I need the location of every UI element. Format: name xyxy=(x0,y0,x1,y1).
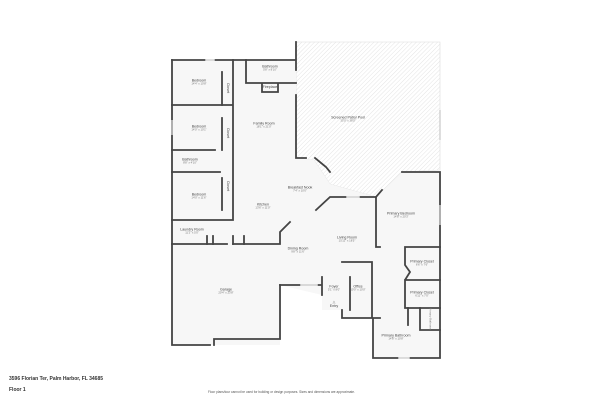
property-address: 3596 Florian Ter, Palm Harbor, FL 34685 xyxy=(9,376,104,382)
room-name: Office xyxy=(353,284,363,289)
room-dims: 6'11" x 7'0" xyxy=(415,293,429,298)
room-name: Primary Bedroom xyxy=(387,211,415,216)
room-dims: 11'2" x 5'0" xyxy=(185,230,199,235)
room-name: Closet xyxy=(226,127,231,139)
windows xyxy=(171,59,441,359)
room-name: Entry xyxy=(329,304,339,308)
room-name: Closet xyxy=(226,180,231,192)
room-dims: 15'11" x 18'5" xyxy=(338,238,356,243)
walls xyxy=(171,41,441,359)
room-dims: 13'6" x 11'0" xyxy=(255,205,271,210)
room-dims: 14'8" x 20'3" xyxy=(393,214,409,219)
room-name: Primary Bathroom xyxy=(428,307,433,331)
room-name: Breakfast Nook xyxy=(287,185,313,190)
room-name: Foyer xyxy=(329,284,339,289)
room-name: Bedroom xyxy=(191,124,207,129)
room-dims: 6'6" x 7'6" xyxy=(415,262,429,267)
room-name: Primary Closet xyxy=(410,259,434,264)
room-name: Bathroom xyxy=(182,157,198,162)
room-closet-3: Closet xyxy=(226,181,230,191)
interior-floor xyxy=(172,60,440,358)
room-dims: 7'4" x 10'0" xyxy=(293,188,307,193)
room-name: Fireplace xyxy=(262,84,278,89)
room-dims: 10'0" x 10'0" xyxy=(350,287,366,292)
room-name: Bedroom xyxy=(191,78,207,83)
room-fireplace: Fireplace xyxy=(263,85,278,89)
room-name: Laundry Room xyxy=(180,227,204,232)
room-dims: 5'1" x 8'0" xyxy=(327,287,341,292)
room-primary-bathroom-wc: Primary Bathroom xyxy=(428,307,433,331)
room-name: Closet xyxy=(226,82,231,94)
room-name: Bathroom xyxy=(262,64,278,69)
room-dims: 20'4" x 23'8" xyxy=(218,290,234,295)
room-closet-2: Closet xyxy=(226,128,230,138)
room-dims: 14'0" x 11'6" xyxy=(191,195,207,200)
room-name: Family Room xyxy=(253,121,275,126)
entry-arrow-icon: △ xyxy=(332,299,336,304)
room-name: Primary Closet xyxy=(410,290,434,295)
room-name: Primary Bathroom xyxy=(381,333,411,338)
room-dims: 9'8" x 11'6" xyxy=(291,249,305,254)
room-name: Garage xyxy=(220,287,232,292)
room-name: Bedroom xyxy=(191,192,207,197)
room-dims: 14'0" x 10'1" xyxy=(191,127,207,132)
room-dims: 8'8" x 4'10" xyxy=(183,160,197,165)
room-name: Screened Patio/ Pool xyxy=(331,115,365,120)
room-dims: 14'4" x 10'8" xyxy=(191,81,207,86)
room-dims: 33'0" x 38'5" xyxy=(340,118,356,123)
room-dims: 5'8" x 8'10" xyxy=(263,67,277,72)
room-name: Kitchen xyxy=(256,202,269,207)
room-closet-1: Closet xyxy=(226,83,230,93)
room-name: Living Room xyxy=(337,235,357,240)
disclaimer: Floor plans/tour cannot be used for buil… xyxy=(208,390,355,394)
floor-label: Floor 1 xyxy=(9,387,26,393)
room-dims: 18'1" x 21'0" xyxy=(256,124,272,129)
room-dims: 14'8" x 10'8" xyxy=(388,336,404,341)
room-entry: △Entry xyxy=(330,300,338,308)
room-name: Dining Room xyxy=(287,246,309,251)
